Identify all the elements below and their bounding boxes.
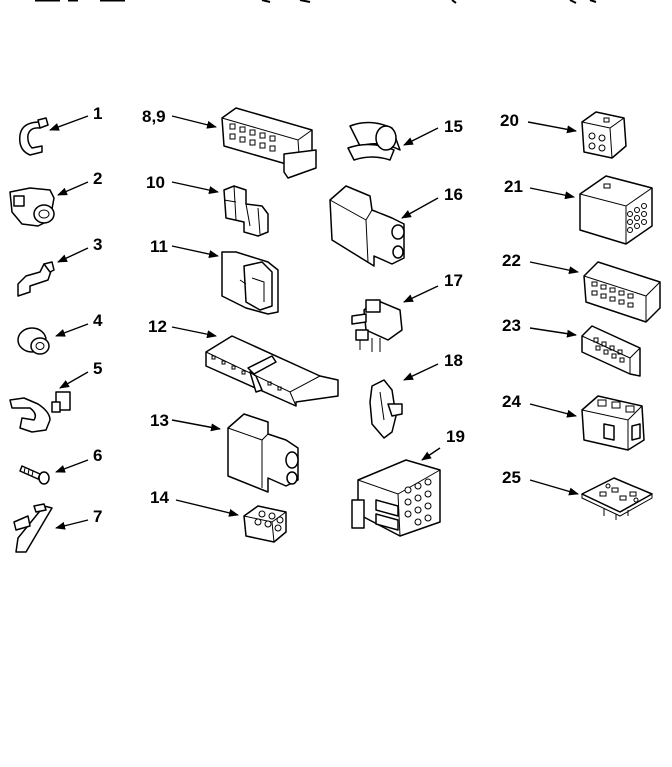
part-7: 7 bbox=[13, 503, 102, 553]
part-10: 10 bbox=[146, 173, 269, 237]
part-label-22: 22 bbox=[502, 251, 521, 270]
part-15: 15 bbox=[347, 117, 463, 161]
part-label-5: 5 bbox=[93, 359, 102, 378]
part-3: 3 bbox=[17, 235, 102, 297]
part-14: 14 bbox=[150, 488, 287, 543]
part-22: 22 bbox=[502, 251, 661, 323]
part-label-12: 12 bbox=[148, 317, 167, 336]
part-18: 18 bbox=[369, 351, 463, 439]
part-21: 21 bbox=[504, 175, 653, 245]
part-label-19: 19 bbox=[446, 427, 465, 446]
part-label-4: 4 bbox=[93, 311, 103, 330]
part-1: 1 bbox=[18, 104, 102, 156]
part-label-25: 25 bbox=[502, 468, 521, 487]
part-label-20: 20 bbox=[500, 111, 519, 130]
part-23: 23 bbox=[502, 316, 641, 377]
part-17: 17 bbox=[351, 271, 463, 352]
part-4: 4 bbox=[17, 311, 103, 355]
cropped-header-fragment bbox=[35, 0, 597, 4]
part-label-14: 14 bbox=[150, 488, 169, 507]
part-label-23: 23 bbox=[502, 316, 521, 335]
part-24: 24 bbox=[502, 392, 645, 451]
part-13: 13 bbox=[150, 411, 299, 493]
part-label-24: 24 bbox=[502, 392, 521, 411]
part-25: 25 bbox=[502, 468, 653, 520]
part-label-7: 7 bbox=[93, 507, 102, 526]
part-label-3: 3 bbox=[93, 235, 102, 254]
part-label-8-9: 8,9 bbox=[142, 107, 166, 126]
part-12: 12 bbox=[148, 317, 339, 407]
part-19: 19 bbox=[351, 427, 465, 537]
part-label-17: 17 bbox=[444, 271, 463, 290]
part-label-16: 16 bbox=[444, 185, 463, 204]
part-8-9: 8,9 bbox=[142, 107, 317, 179]
part-11: 11 bbox=[150, 237, 279, 315]
part-label-2: 2 bbox=[93, 169, 102, 188]
part-label-15: 15 bbox=[444, 117, 463, 136]
part-5: 5 bbox=[9, 359, 102, 433]
part-2: 2 bbox=[9, 169, 102, 227]
part-label-13: 13 bbox=[150, 411, 169, 430]
part-label-6: 6 bbox=[93, 446, 102, 465]
part-20: 20 bbox=[500, 111, 627, 159]
part-label-11: 11 bbox=[150, 237, 168, 256]
part-label-1: 1 bbox=[93, 104, 102, 123]
part-label-18: 18 bbox=[444, 351, 463, 370]
part-16: 16 bbox=[329, 185, 463, 267]
part-label-21: 21 bbox=[504, 177, 523, 196]
part-6: 6 bbox=[19, 446, 102, 485]
part-label-10: 10 bbox=[146, 173, 165, 192]
